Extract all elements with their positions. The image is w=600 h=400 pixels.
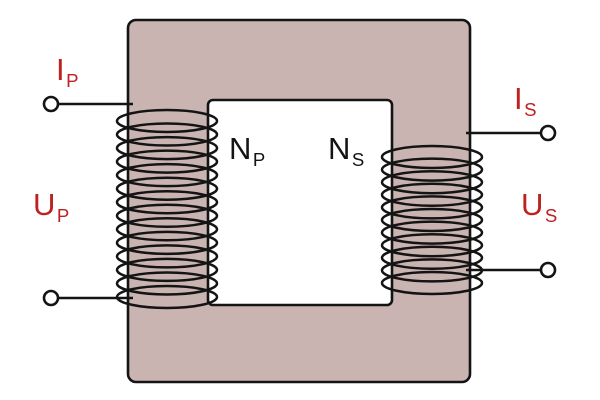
coil-turn — [115, 203, 219, 229]
label-main: N — [229, 131, 252, 166]
label-main: U — [33, 187, 56, 222]
primary-coil — [115, 108, 219, 310]
label-sub: S — [524, 98, 538, 120]
coil-turn — [115, 189, 219, 215]
coil-turn — [115, 284, 219, 310]
coil-turn — [380, 270, 484, 296]
coil-turn — [115, 108, 219, 134]
secondary-current-label: IS — [514, 83, 537, 119]
label-sub: P — [66, 69, 80, 91]
coil-turn — [380, 207, 484, 233]
coil-turn — [380, 169, 484, 195]
coil-turn — [380, 245, 484, 271]
coil-turn — [115, 244, 219, 269]
coil-turn — [115, 217, 219, 242]
coil-turn — [380, 220, 484, 245]
label-main: N — [328, 131, 351, 166]
label-sub: S — [351, 148, 365, 170]
primary-voltage-label: UP — [33, 189, 70, 225]
terminal-secondary-top — [539, 124, 557, 142]
coil-turn — [115, 122, 219, 147]
coil-turn — [115, 149, 219, 174]
secondary-coil — [380, 144, 484, 296]
secondary-turns-label: NS — [328, 133, 365, 169]
coil-turn — [115, 176, 219, 201]
terminal-secondary-bottom — [539, 261, 557, 279]
terminal-primary-bottom — [42, 289, 60, 307]
label-main: U — [521, 187, 544, 222]
coil-turn — [115, 135, 219, 161]
label-main: I — [514, 81, 524, 116]
label-main: I — [56, 52, 66, 87]
primary-current-label: IP — [56, 54, 79, 90]
coil-turn — [115, 230, 219, 256]
coil-turn — [380, 157, 484, 182]
coil-turn — [115, 271, 219, 296]
coil-turn — [115, 257, 219, 283]
coil-turn — [380, 195, 484, 220]
coil-turn — [115, 162, 219, 188]
coil-turn — [380, 144, 484, 170]
label-sub: P — [252, 148, 266, 170]
label-sub: S — [544, 204, 558, 226]
coil-turn — [380, 232, 484, 258]
label-sub: P — [56, 204, 70, 226]
coil-turn — [380, 182, 484, 208]
terminal-primary-top — [42, 95, 60, 113]
secondary-voltage-label: US — [521, 189, 558, 225]
primary-turns-label: NP — [229, 133, 266, 169]
coil-turn — [380, 258, 484, 283]
